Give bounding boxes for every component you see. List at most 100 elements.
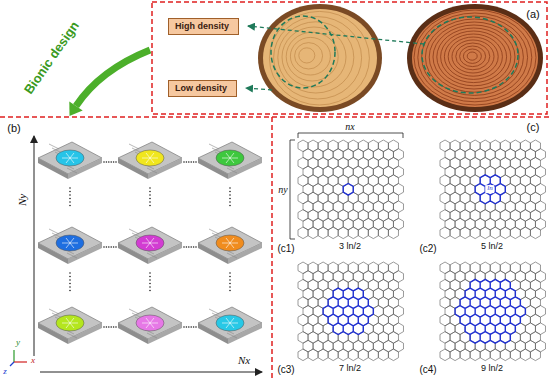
growth-ring	[448, 37, 498, 76]
cell-walls	[62, 318, 78, 328]
ellipsis-dot	[108, 326, 110, 328]
ellipsis-dot	[183, 161, 185, 163]
bark	[258, 4, 382, 112]
dimension-label: nx	[345, 121, 354, 132]
ellipsis-dot	[103, 326, 105, 328]
ellipsis-dot	[193, 161, 195, 163]
ellipsis-dot	[110, 246, 112, 248]
cell-walls	[142, 238, 158, 248]
panel-label: (c1)	[277, 243, 294, 254]
panel-divider	[0, 116, 550, 118]
ellipsis-dot	[110, 161, 112, 163]
tag-text: Low density	[175, 83, 230, 94]
panel-label: (c3)	[277, 364, 294, 375]
tile-face	[198, 307, 262, 339]
dimension-label: ln	[485, 185, 494, 193]
panel-frame	[152, 2, 547, 114]
ellipsis-dot	[229, 286, 231, 288]
core-region	[216, 315, 244, 331]
tag-text: High density	[175, 21, 232, 32]
ellipsis-dot	[115, 326, 117, 328]
cell-walls	[440, 262, 545, 361]
ellipsis-dot	[106, 246, 108, 248]
growth-ring	[467, 52, 477, 60]
ellipsis-dot	[69, 272, 71, 274]
ellipsis-dot	[115, 161, 117, 163]
ellipsis-dot	[69, 276, 71, 278]
cell-walls	[62, 238, 78, 248]
ellipsis-dot	[188, 161, 190, 163]
axis-label: Nx	[238, 354, 250, 366]
growth-ring	[437, 28, 511, 86]
dimension-label: 7 ln/2	[337, 364, 363, 374]
ellipsis-dot	[103, 161, 105, 163]
ellipsis-dot	[229, 187, 231, 189]
wood	[263, 9, 377, 107]
panel-label: (b)	[7, 122, 20, 134]
ellipsis-dot	[229, 272, 231, 274]
core-region	[216, 150, 244, 166]
tile-face	[38, 142, 102, 174]
cell-walls	[440, 140, 545, 239]
ellipsis-dot	[190, 161, 192, 163]
axis-triad	[14, 361, 27, 362]
ellipsis-dot	[149, 194, 151, 196]
ellipsis-dot	[193, 326, 195, 328]
ellipsis-dot	[69, 191, 71, 193]
axis-label: Ny	[16, 194, 28, 206]
honeycomb-grid	[440, 140, 545, 239]
graded-core	[343, 184, 353, 196]
tile-face	[198, 142, 262, 174]
core-region	[136, 150, 164, 166]
ellipsis-dot	[195, 246, 197, 248]
ellipsis-dot	[183, 246, 185, 248]
bionic-arrow	[76, 50, 150, 106]
dimension-label: 9 ln/2	[479, 364, 505, 374]
region-outline	[271, 16, 335, 88]
axis-label: y	[16, 338, 20, 348]
panel-label: (c2)	[419, 243, 436, 254]
ellipsis-dot	[108, 161, 110, 163]
ellipsis-dot	[149, 205, 151, 207]
growth-ring	[463, 49, 481, 63]
dimension-label: ny	[278, 184, 287, 195]
panel-label: (c4)	[419, 364, 436, 375]
bark	[407, 4, 543, 112]
ellipsis-dot	[149, 272, 151, 274]
ellipsis-dot	[149, 191, 151, 193]
honeycomb-grid	[298, 140, 403, 239]
ellipsis-dot	[186, 246, 188, 248]
core-region	[56, 150, 84, 166]
ellipsis-dot	[229, 279, 231, 281]
honeycomb-tile	[38, 142, 102, 179]
core-region	[216, 235, 244, 251]
ellipsis-dot	[115, 246, 117, 248]
dimension-label: 5 ln/2	[479, 242, 505, 252]
ellipsis-dot	[69, 205, 71, 207]
wood-section-dark	[407, 4, 543, 112]
tile-face	[118, 142, 182, 174]
ellipsis-dot	[229, 290, 231, 292]
cell-walls	[222, 153, 238, 163]
axis-label: x	[31, 356, 35, 366]
growth-ring	[269, 11, 369, 105]
axis-label: z	[3, 367, 7, 377]
honeycomb-tile	[198, 307, 262, 344]
honeycomb-tile	[38, 307, 102, 344]
ellipsis-dot	[149, 279, 151, 281]
bracket	[298, 133, 403, 138]
growth-ring	[299, 48, 315, 63]
ellipsis-dot	[195, 326, 197, 328]
bracket	[290, 140, 295, 239]
tile-face	[38, 307, 102, 339]
cell-walls	[142, 318, 158, 328]
density-tag: High density	[168, 18, 239, 35]
ellipsis-dot	[149, 198, 151, 200]
wood	[412, 9, 538, 107]
ellipsis-dot	[229, 198, 231, 200]
ellipsis-dot	[149, 276, 151, 278]
honeycomb-grid	[298, 262, 403, 361]
honeycomb-tile	[118, 227, 182, 264]
graded-core	[455, 279, 525, 343]
axis-arrow	[40, 372, 262, 373]
